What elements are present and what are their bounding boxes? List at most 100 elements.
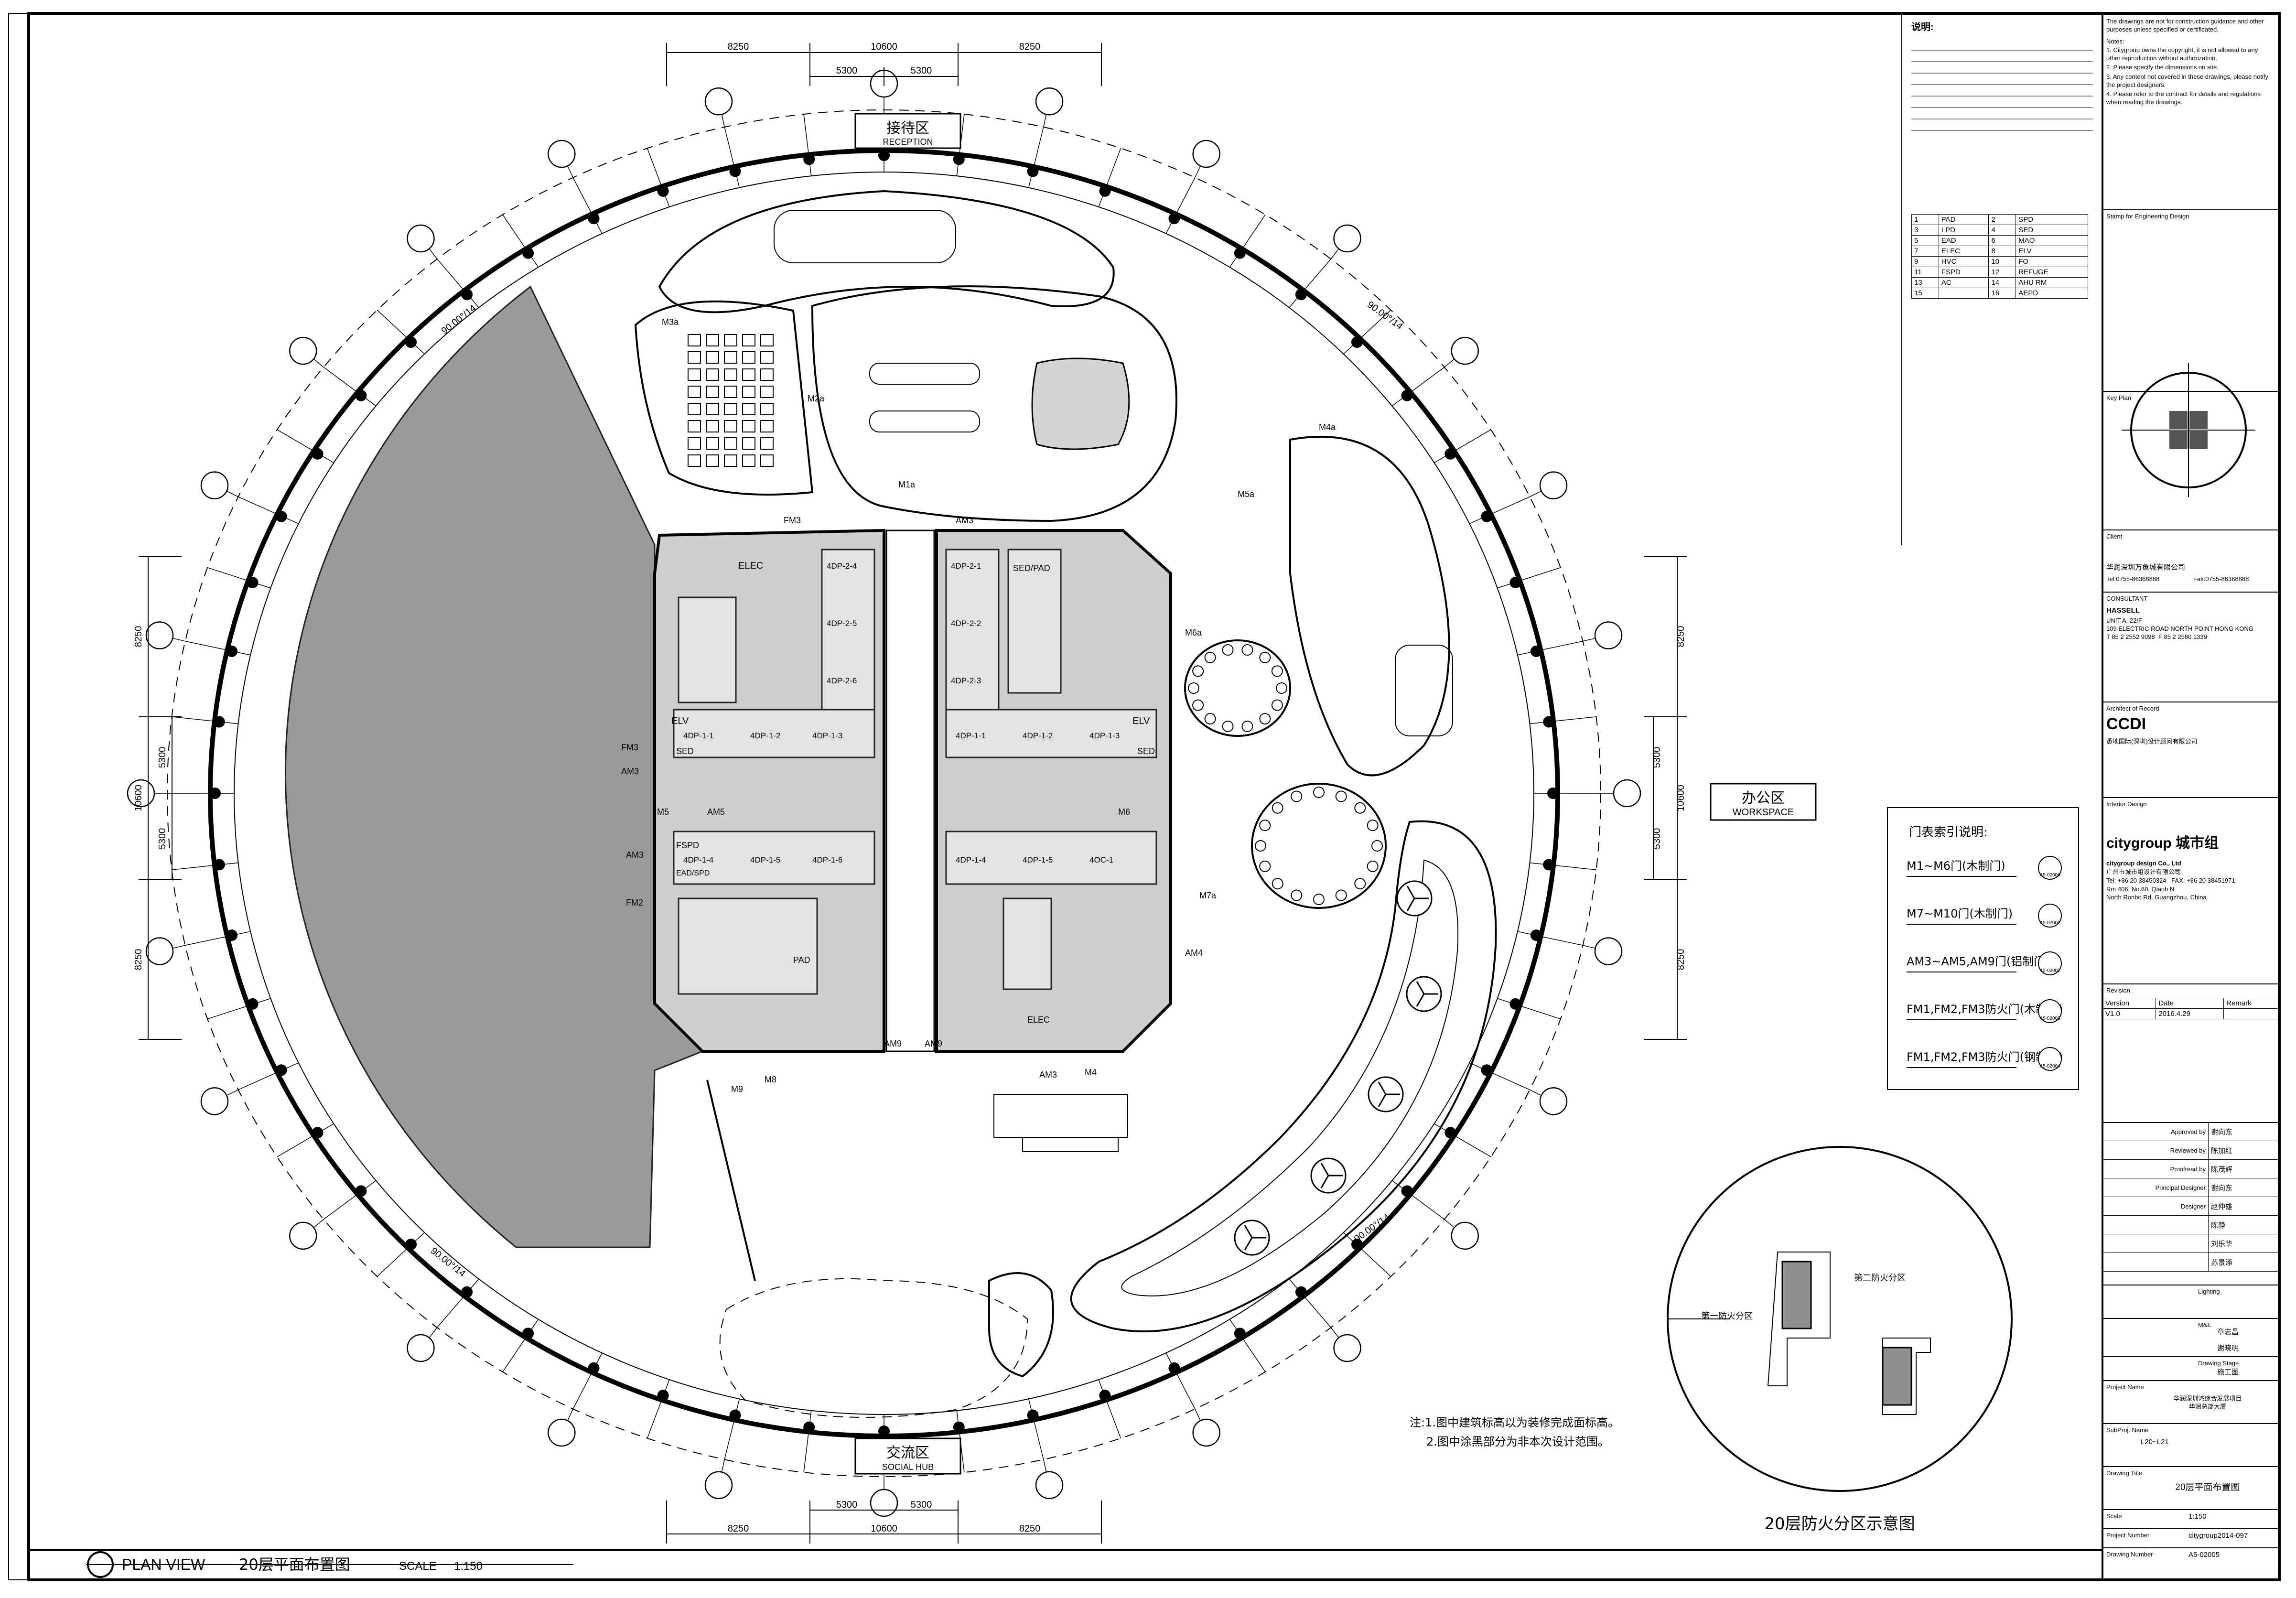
door-legend-row: M1~M6门(木制门): [1907, 859, 2005, 873]
door-tag: AM3: [1039, 1070, 1057, 1080]
team-name: 赵仲雄: [2208, 1197, 2279, 1216]
press-seat: [688, 334, 701, 346]
door-legend-ref-icon: [2038, 904, 2062, 928]
display-bench-2: [869, 410, 980, 432]
column-marker: [1295, 289, 1307, 301]
grid-bubble: [145, 621, 185, 649]
column-marker: [312, 448, 323, 460]
press-seat: [688, 420, 701, 432]
column-marker: [1027, 1409, 1039, 1421]
top-dim-inner-1: 5300: [836, 65, 858, 76]
project-value: 华润深圳湾综合发展项目 华润总部大厦: [2173, 1395, 2242, 1410]
abbrev-cell: 7: [1911, 246, 1939, 257]
door-tag: M3a: [662, 317, 679, 327]
door-legend-ref-icon: [2038, 856, 2062, 880]
pod-seat: [1367, 820, 1379, 831]
door-tag: M1a: [898, 480, 916, 489]
abbrev-cell: MAO: [2016, 235, 2088, 246]
lift-label-left: 4DP-1-3: [812, 731, 842, 740]
perimeter-columns: [209, 150, 1559, 1437]
pod-seat: [1241, 720, 1253, 732]
pod-seats: [1188, 644, 1383, 905]
door-tag: M2a: [808, 394, 825, 403]
project-number-value: citygroup2014-097: [2188, 1532, 2248, 1540]
lift-label-right: 4DP-1-2: [1023, 731, 1053, 740]
lift-label-right: 4OC-1: [1089, 855, 1113, 864]
project-label: Project Name: [2106, 1383, 2144, 1391]
grid-bubble: [704, 87, 733, 128]
column-marker: [1027, 165, 1039, 177]
team-name: 谢向东: [2208, 1178, 2279, 1197]
lift-label-right: 4DP-2-1: [951, 561, 981, 571]
door-tag: M8: [765, 1075, 776, 1084]
drawing-title-label: Drawing Title: [2106, 1469, 2143, 1477]
pod-seat: [1192, 665, 1204, 677]
door-tag: M5: [657, 807, 669, 817]
door-tag: AM4: [1185, 948, 1203, 958]
column-marker: [1168, 213, 1180, 225]
lift-label-left: 4DP-1-5: [750, 855, 780, 864]
press-room-seating: [688, 334, 774, 467]
door-legend-ref: A5-02002: [2039, 968, 2060, 973]
column-marker: [1530, 645, 1542, 657]
pod-seat: [1291, 790, 1303, 802]
abbrev-cell: PAD: [1938, 214, 1989, 225]
scale-label: SCALE: [399, 1560, 437, 1573]
social-hub-lounge: [719, 1278, 1028, 1418]
architect-name: CCDI: [2106, 715, 2146, 733]
label-sed-right: SED: [1137, 746, 1155, 756]
press-seat: [706, 437, 719, 450]
pod-seat: [1335, 889, 1347, 901]
column-marker: [1530, 929, 1542, 941]
column-marker: [1351, 336, 1363, 348]
abbrev-cell: 10: [1988, 256, 2016, 267]
column-marker: [657, 185, 669, 197]
door-legend-ref: A5-02003: [2039, 1016, 2060, 1021]
grid-bubble: [1330, 224, 1361, 259]
label-elec: ELEC: [738, 561, 763, 571]
social-bench-outer: [1070, 820, 1497, 1333]
team-role: Reviewed by: [2102, 1141, 2209, 1160]
press-seat: [760, 420, 774, 432]
right-dim-3: 8250: [1676, 949, 1686, 971]
abbrev-cell: ELEC: [1938, 246, 1989, 257]
left-dimension-string: 8250 10600 8250 5300 5300: [133, 556, 182, 1040]
fire-zone-title: 20层防火分区示意图: [1764, 1514, 1915, 1533]
interior-label: Interior Design: [2106, 800, 2147, 808]
fire-zone-core-left: [1781, 1261, 1812, 1329]
pod-seat: [1222, 720, 1234, 732]
abbrev-cell: SED: [2016, 225, 2088, 236]
bottom-dim-2: 10600: [871, 1523, 897, 1534]
lift-label-left: 4DP-2-4: [827, 561, 857, 571]
pod-seat: [1255, 840, 1266, 852]
social-bench-inner: [1121, 859, 1459, 1296]
team-name: 陈茂辉: [2208, 1159, 2279, 1178]
press-seat: [742, 454, 755, 467]
column-marker: [247, 998, 259, 1010]
door-tag: AM5: [707, 807, 725, 817]
door-legend: 门表索引说明: M1~M6门(木制门)A5-02000M7~M10门(木制门)A…: [1887, 807, 2079, 1090]
left-dim-2: 10600: [133, 785, 144, 811]
door-legend-ref-icon: [2038, 999, 2062, 1023]
display-podium: [1031, 357, 1130, 450]
grid-bubble: [1035, 1459, 1064, 1500]
lift-label-right: 4DP-1-1: [956, 731, 986, 740]
abbrev-cell: EAD: [1938, 235, 1989, 246]
lift-label-left: 4DP-2-6: [827, 676, 857, 685]
column-marker: [729, 1409, 741, 1421]
press-seat: [706, 368, 719, 381]
abbrev-cell: HVC: [1938, 256, 1989, 267]
column-marker: [405, 336, 417, 348]
press-seat: [724, 386, 737, 398]
press-seat: [706, 420, 719, 432]
door-tag: M4a: [1319, 422, 1336, 432]
right-dim-1: 8250: [1676, 626, 1686, 648]
door-tag: AM9: [925, 1039, 942, 1048]
team-name: 陈静: [2208, 1215, 2279, 1234]
subproject-label: SubProj. Name: [2106, 1426, 2149, 1434]
pod-seat: [1204, 713, 1216, 725]
top-dimension-string: 8250 10600 8250 5300 5300: [666, 42, 1102, 86]
drawing-footer: PLAN VIEW 20层平面布置图 SCALE 1:150: [86, 1551, 573, 1578]
